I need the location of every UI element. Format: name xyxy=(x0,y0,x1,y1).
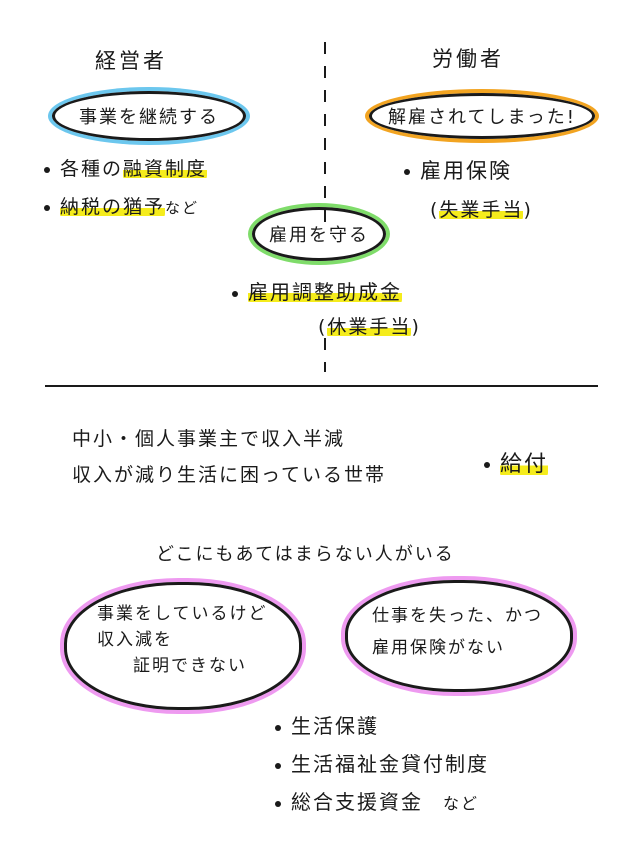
support-item-2: 生活福祉金貸付制度 xyxy=(275,748,489,777)
item-text: 雇用保険 xyxy=(420,159,512,183)
bubble-line: 仕事を失った、かつ xyxy=(372,606,543,626)
bullet-icon xyxy=(275,800,281,807)
income-line-1: 中小・個人事業主で収入半減 xyxy=(72,428,346,450)
highlighted-text: 失業手当 xyxy=(439,199,524,221)
bullet-icon xyxy=(275,762,281,769)
item-suffix: など xyxy=(165,199,200,217)
paren: ) xyxy=(411,316,421,338)
bubble-line: 収入減を xyxy=(97,630,173,650)
highlighted-text: 給付 xyxy=(500,452,549,477)
bubble-line: 雇用保険がない xyxy=(372,638,505,658)
shared-item: 雇用調整助成金 xyxy=(232,276,402,305)
worker-heading: 労働者 xyxy=(432,47,504,71)
highlighted-text: 雇用調整助成金 xyxy=(248,280,402,304)
bubble-line: 証明できない xyxy=(133,656,247,676)
item-text: 生活保護 xyxy=(291,714,379,738)
divider-horizontal xyxy=(45,385,598,387)
paren: ) xyxy=(523,199,533,221)
divider-vertical xyxy=(324,42,326,232)
item-text: 各種の xyxy=(60,158,124,180)
item-text: 総合支援資金 xyxy=(291,790,423,814)
bullet-icon xyxy=(44,166,50,173)
divider-vertical-lower xyxy=(324,338,326,372)
shared-goal: 雇用を守る xyxy=(252,207,386,261)
bullet-icon xyxy=(44,204,50,211)
shared-sub: (休業手当) xyxy=(318,312,421,339)
right-speech-bubble: 仕事を失った、かつ 雇用保険がない xyxy=(345,580,573,692)
bullet-icon xyxy=(275,724,281,731)
employer-goal: 事業を継続する xyxy=(52,91,246,141)
highlighted-text: 納税の猶予 xyxy=(60,196,166,218)
paren: ( xyxy=(318,316,328,338)
paren: ( xyxy=(430,199,440,221)
worker-goal: 解雇されてしまった! xyxy=(369,93,595,139)
item-text: 生活福祉金貸付制度 xyxy=(291,752,489,776)
worker-sub: (失業手当) xyxy=(430,195,533,222)
support-item-1: 生活保護 xyxy=(275,710,379,739)
highlighted-text: 休業手当 xyxy=(327,316,412,338)
benefit-item: 給付 xyxy=(484,446,549,478)
employer-item-tax: 納税の猶予など xyxy=(44,192,199,219)
bullet-icon xyxy=(232,290,238,297)
gap-heading: どこにもあてはまらない人がいる xyxy=(156,544,455,565)
employer-heading: 経営者 xyxy=(95,49,167,73)
item-suffix: など xyxy=(443,794,480,813)
bullet-icon xyxy=(484,462,490,468)
employer-item-loans: 各種の融資制度 xyxy=(44,154,208,181)
support-item-3: 総合支援資金 など xyxy=(275,786,479,815)
income-line-2: 収入が減り生活に困っている世帯 xyxy=(72,464,387,486)
highlighted-text: 融資制度 xyxy=(123,158,208,180)
bubble-line: 事業をしているけど xyxy=(97,604,268,624)
worker-item: 雇用保険 xyxy=(404,155,512,185)
left-speech-bubble: 事業をしているけど 収入減を 証明できない xyxy=(64,582,302,710)
bullet-icon xyxy=(404,169,410,175)
